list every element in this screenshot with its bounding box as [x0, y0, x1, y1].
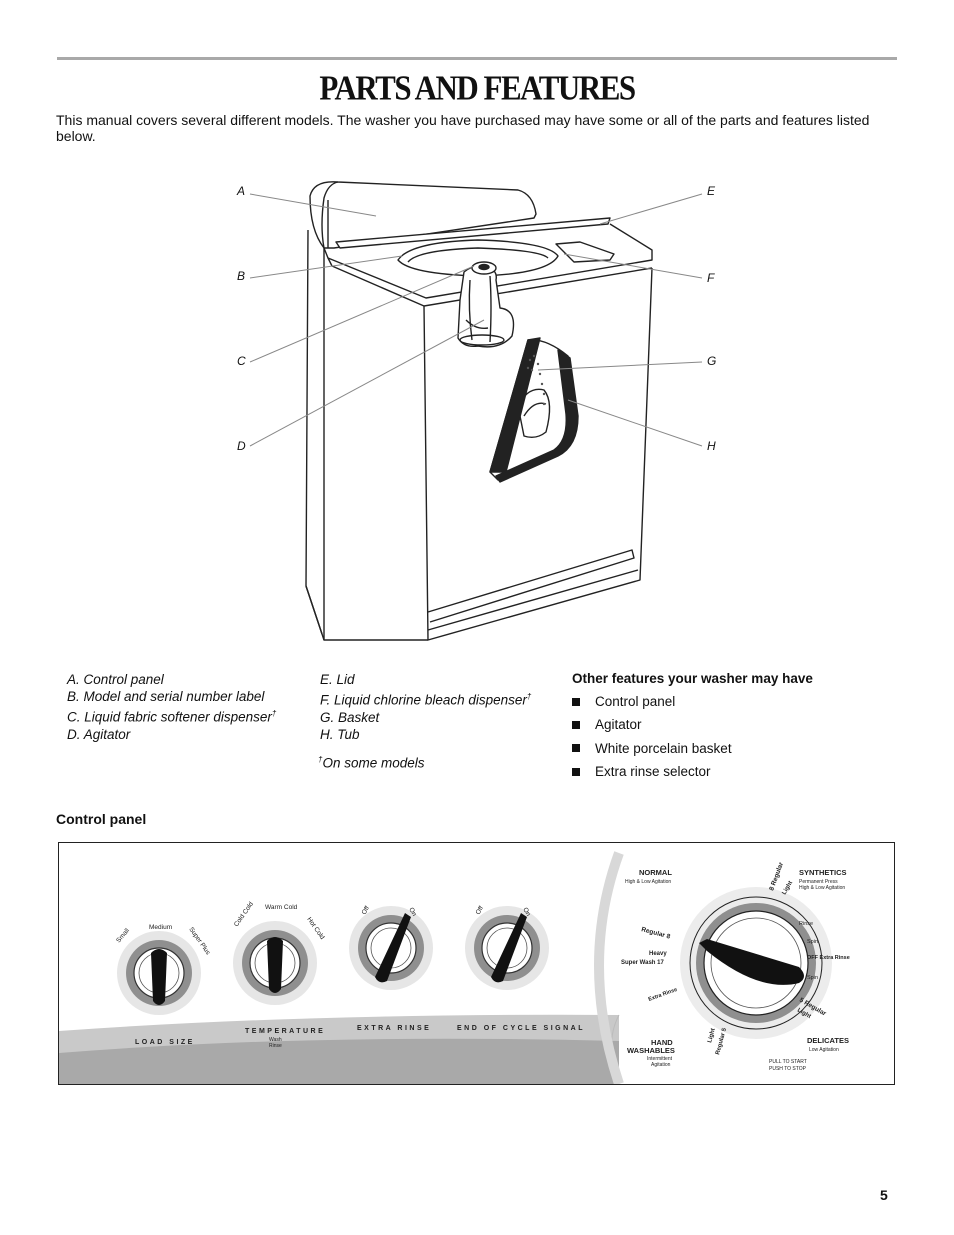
- strip-sub-label: Rinse: [269, 1043, 282, 1049]
- control-panel-title: Control panel: [56, 811, 147, 827]
- cycle-label: PULL TO START: [769, 1059, 807, 1065]
- cycle-label: OFF Extra Rinse: [807, 955, 850, 961]
- part-item: G. Basket: [320, 709, 380, 725]
- cycle-sub-label: Permanent Press: [799, 879, 838, 885]
- cycle-label: SYNTHETICS: [799, 868, 847, 877]
- intro-text: This manual covers several different mod…: [56, 112, 870, 144]
- callout-f: F: [707, 271, 715, 285]
- callout-a: A: [237, 184, 246, 198]
- part-item: E. Lid: [320, 672, 355, 687]
- cycle-sub-label: High & Low Agitation: [799, 885, 845, 891]
- callout-e: E: [707, 184, 716, 198]
- callout-c: C: [237, 354, 246, 368]
- cycle-sub-label: Intermittent: [647, 1056, 673, 1062]
- list-item: Extra rinse selector: [572, 760, 732, 783]
- callout-b: B: [237, 269, 246, 283]
- cycle-label: Regular 8: [640, 926, 671, 941]
- other-features-title: Other features your washer may have: [572, 671, 813, 686]
- top-rule: [57, 57, 897, 60]
- part-item: H. Tub: [320, 726, 360, 742]
- end-of-cycle-signal-knob[interactable]: [465, 906, 549, 990]
- square-bullet-icon: [572, 720, 580, 729]
- knob-label: On: [521, 907, 532, 918]
- callout-h: H: [707, 439, 716, 453]
- knob-label: On: [407, 907, 418, 918]
- parts-legend-left: A. Control panel B. Model and serial num…: [67, 671, 276, 743]
- knob-label: Off: [361, 905, 371, 916]
- control-panel-illustration: Small Medium Super Plus Cold Cold Warm C…: [58, 842, 895, 1085]
- cycle-label: 8 Regular: [768, 861, 785, 892]
- strip-sub-label: Wash: [269, 1037, 282, 1043]
- cycle-sub-label: Low Agitation: [809, 1047, 839, 1053]
- knob-label: Off: [475, 905, 485, 916]
- cycle-label: Spin: [807, 975, 818, 981]
- extra-rinse-knob[interactable]: [349, 906, 433, 990]
- other-features-list: Control panel Agitator White porcelain b…: [572, 690, 732, 783]
- list-item: Agitator: [572, 713, 732, 736]
- cycle-label: NORMAL: [639, 868, 672, 877]
- page-title: PARTS AND FEATURES: [319, 68, 636, 108]
- knob-label: Warm Cold: [265, 904, 298, 911]
- part-item: D. Agitator: [67, 726, 131, 742]
- cycle-label: Regular 5: [715, 1027, 728, 1056]
- cycle-label: Spin: [807, 939, 818, 945]
- strip-label: TEMPERATURE: [245, 1028, 325, 1035]
- cycle-label: WASHABLES: [627, 1046, 675, 1055]
- strip-label: EXTRA RINSE: [357, 1025, 431, 1032]
- callout-g: G: [707, 354, 717, 368]
- list-item: White porcelain basket: [572, 737, 732, 760]
- washer-illustration: [249, 181, 703, 641]
- cycle-sub-label: Agitation: [651, 1062, 671, 1068]
- cycle-dial[interactable]: [680, 887, 832, 1039]
- cycle-sub-label: High & Low Agitation: [625, 879, 671, 885]
- list-item: Control panel: [572, 690, 732, 713]
- cycle-label: HAND: [651, 1038, 673, 1047]
- part-item: C. Liquid fabric softener dispenser†: [67, 709, 277, 725]
- cycle-label: Light: [782, 880, 795, 896]
- parts-legend-right: E. Lid F. Liquid chlorine bleach dispens…: [320, 671, 531, 743]
- load-size-knob[interactable]: [117, 931, 201, 1015]
- strip-label: END OF CYCLE SIGNAL: [457, 1025, 585, 1032]
- cycle-label: PUSH TO STOP: [769, 1066, 807, 1072]
- knob-label: Small: [115, 927, 131, 944]
- part-item: A. Control panel: [67, 672, 164, 687]
- footnote: †On some models: [318, 755, 425, 771]
- callout-d: D: [237, 439, 246, 453]
- knob-label: Cold Cold: [233, 900, 255, 928]
- strip-label: LOAD SIZE: [135, 1039, 195, 1046]
- square-bullet-icon: [572, 767, 580, 776]
- knob-label: Medium: [149, 924, 172, 931]
- cycle-label: Heavy: [649, 951, 667, 957]
- part-item: F. Liquid chlorine bleach dispenser†: [320, 692, 532, 708]
- knob-label: Hot Cold: [305, 916, 325, 941]
- cycle-label: Extra Rinse: [648, 987, 678, 1003]
- cycle-label: DELICATES: [807, 1036, 849, 1045]
- square-bullet-icon: [572, 697, 580, 706]
- cycle-label: Light: [707, 1028, 717, 1044]
- cycle-label: Rinse: [799, 921, 813, 927]
- square-bullet-icon: [572, 744, 580, 753]
- part-item: B. Model and serial number label: [67, 689, 265, 704]
- temperature-knob[interactable]: [233, 921, 317, 1005]
- cycle-label: Super Wash 17: [621, 960, 664, 966]
- page-number: 5: [880, 1187, 888, 1203]
